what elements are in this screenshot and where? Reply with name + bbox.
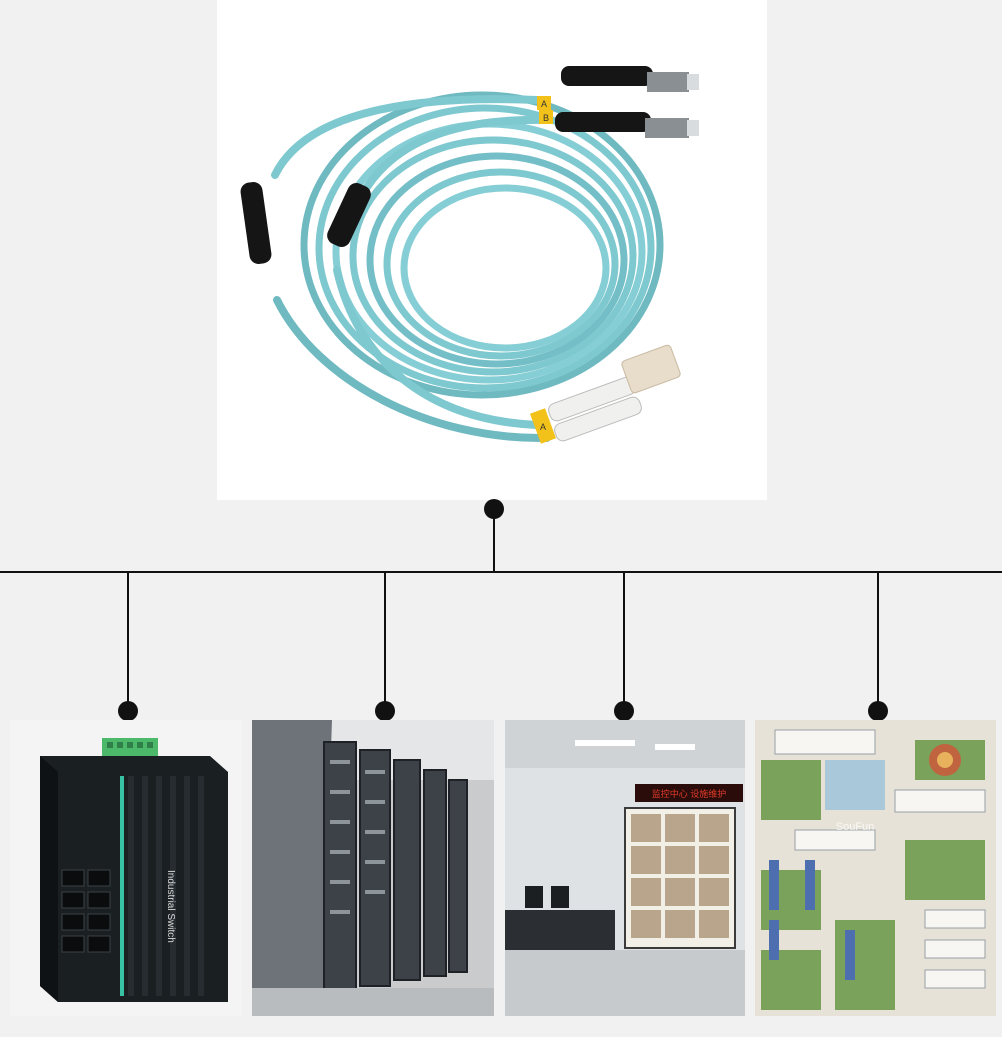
leaf-node-3 [614, 701, 634, 721]
leaf-node-1 [118, 701, 138, 721]
control-desk [505, 910, 615, 950]
server-racks [323, 741, 468, 993]
industrial-switch-image: Industrial Switch [10, 720, 242, 1016]
fc-connector-a: A [537, 66, 699, 110]
tag-label-b: B [543, 113, 549, 123]
switch-accent-stripe [120, 776, 124, 996]
watermark-text: SouFun [836, 821, 875, 833]
leaf-node-2 [375, 701, 395, 721]
lc-connector: A [530, 344, 681, 444]
campus-buildings-blue [769, 860, 855, 980]
leaf-node-4 [868, 701, 888, 721]
server-room-image [252, 720, 494, 1016]
fiber-patch-cable-image: A B A [217, 0, 767, 500]
led-sign [635, 784, 743, 802]
splitter-boot-right [327, 182, 371, 248]
tag-label-lc: A [540, 422, 546, 432]
splitter-boot-left [240, 182, 272, 264]
switch-device-label: Industrial Switch [165, 870, 176, 943]
fc-connector-b: B [539, 110, 699, 138]
root-node [484, 499, 504, 519]
terminal-block [102, 738, 158, 760]
tag-label-a: A [541, 99, 547, 109]
monitoring-center-image: 监控中心 设施维护 [505, 720, 745, 1016]
led-sign-text: 监控中心 设施维护 [652, 788, 727, 799]
campus-plan-image: SouFun [755, 720, 996, 1016]
fiber-cable-illustration: A B A [240, 66, 699, 444]
